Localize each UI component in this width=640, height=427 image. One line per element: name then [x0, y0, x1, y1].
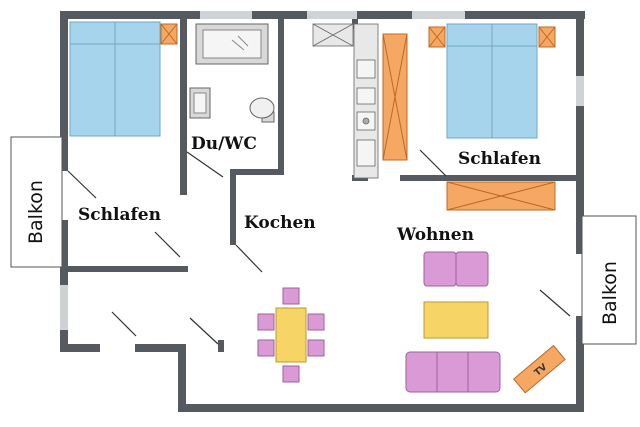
- wardrobe-kitchen: [382, 33, 408, 161]
- room-label-bath: Du/WC: [191, 134, 257, 154]
- nightstand-right-b: [538, 26, 556, 48]
- bed-left: [69, 21, 161, 137]
- balcony-right-box: [581, 215, 637, 345]
- room-label-kitchen: Kochen: [244, 213, 316, 233]
- coffee-table: [423, 301, 489, 339]
- armchairs: [423, 251, 489, 287]
- toilet: [249, 97, 275, 123]
- sofa: [405, 351, 501, 393]
- bathtub: [195, 23, 269, 65]
- nightstand-right-a: [428, 26, 446, 48]
- kitchen-counter: [312, 23, 379, 179]
- sink: [189, 87, 211, 119]
- dining-set: [257, 287, 325, 383]
- nightstand-left: [160, 23, 178, 45]
- walls: [60, 11, 585, 412]
- door-swings: [67, 149, 571, 345]
- balcony-left-box: [10, 136, 63, 268]
- wardrobe-right: [446, 181, 556, 211]
- room-label-bedroom-left: Schlafen: [78, 205, 161, 225]
- room-label-balcony-left: Balkon: [25, 180, 47, 244]
- tv-cabinet: TV: [512, 344, 566, 394]
- bed-right: [446, 23, 538, 139]
- room-label-living: Wohnen: [396, 225, 474, 245]
- room-label-bedroom-right: Schlafen: [458, 149, 541, 169]
- room-label-balcony-right: Balkon: [599, 261, 621, 325]
